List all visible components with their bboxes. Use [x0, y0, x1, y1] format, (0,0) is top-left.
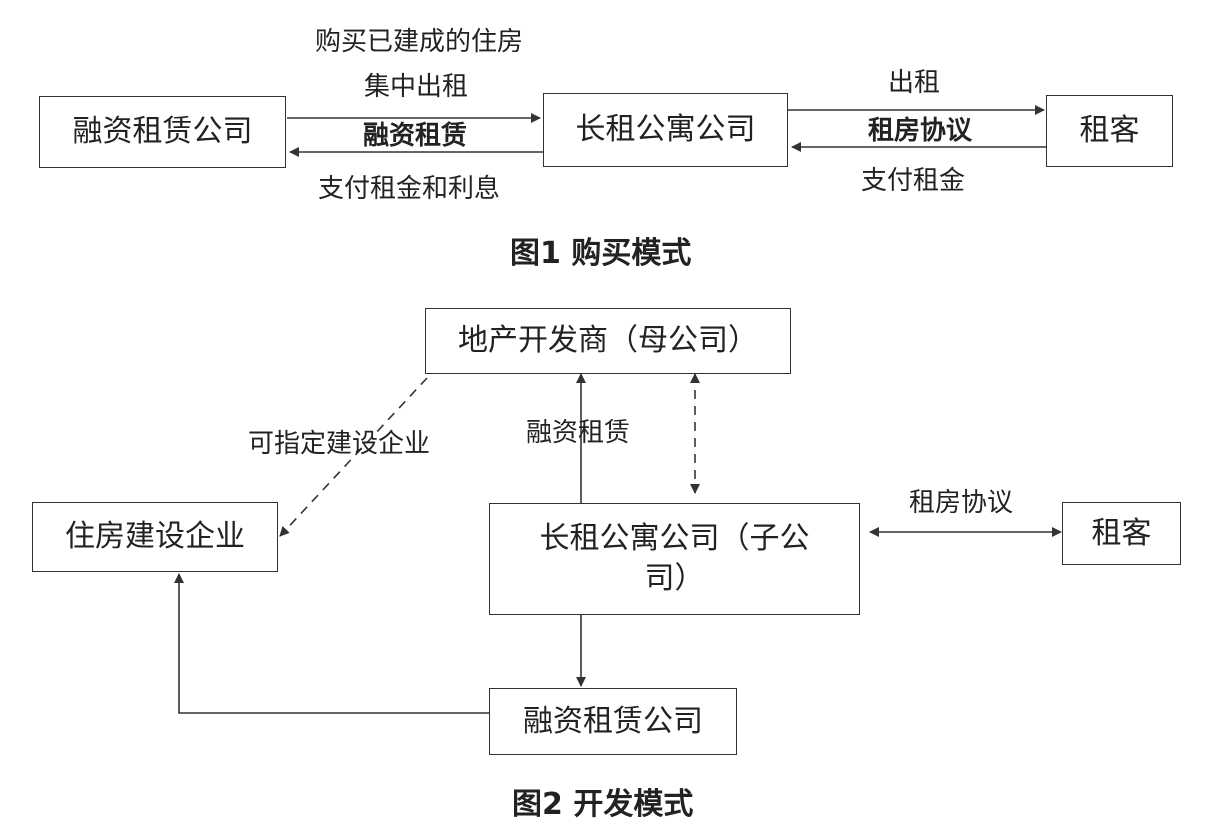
label-rental-agreement-fig2: 租房协议	[909, 488, 1014, 518]
box-tenant-fig2: 租客	[1062, 502, 1181, 565]
caption-figure2: 图2 开发模式	[512, 787, 694, 822]
label-designate-construction: 可指定建设企业	[248, 429, 431, 459]
box-real-estate-developer: 地产开发商（母公司）	[425, 308, 791, 374]
dashed-arrow-developer-to-construction	[279, 377, 428, 537]
label-pay-rent-and-interest: 支付租金和利息	[318, 174, 501, 204]
label-finance-lease-fig1: 融资租赁	[363, 121, 468, 151]
label-rent-out: 出租	[888, 68, 941, 98]
box-finance-lease-company-fig2: 融资租赁公司	[489, 688, 737, 755]
label-finance-lease-fig2: 融资租赁	[526, 418, 631, 448]
box-long-term-apartment-company-fig1: 长租公寓公司	[543, 93, 788, 167]
box-finance-lease-company-fig1: 融资租赁公司	[39, 96, 286, 168]
box-long-term-apartment-subsidiary: 长租公寓公司（子公司）	[489, 503, 860, 615]
label-buy-built-housing: 购买已建成的住房	[315, 27, 524, 57]
label-pay-rent: 支付租金	[861, 166, 966, 196]
box-housing-construction-company: 住房建设企业	[32, 502, 278, 572]
label-rental-agreement-fig1: 租房协议	[868, 116, 973, 146]
label-centralized-rent: 集中出租	[364, 72, 469, 102]
arrow-finance-to-construction	[174, 573, 489, 714]
caption-figure1: 图1 购买模式	[510, 236, 692, 271]
box-tenant-fig1: 租客	[1046, 95, 1173, 167]
